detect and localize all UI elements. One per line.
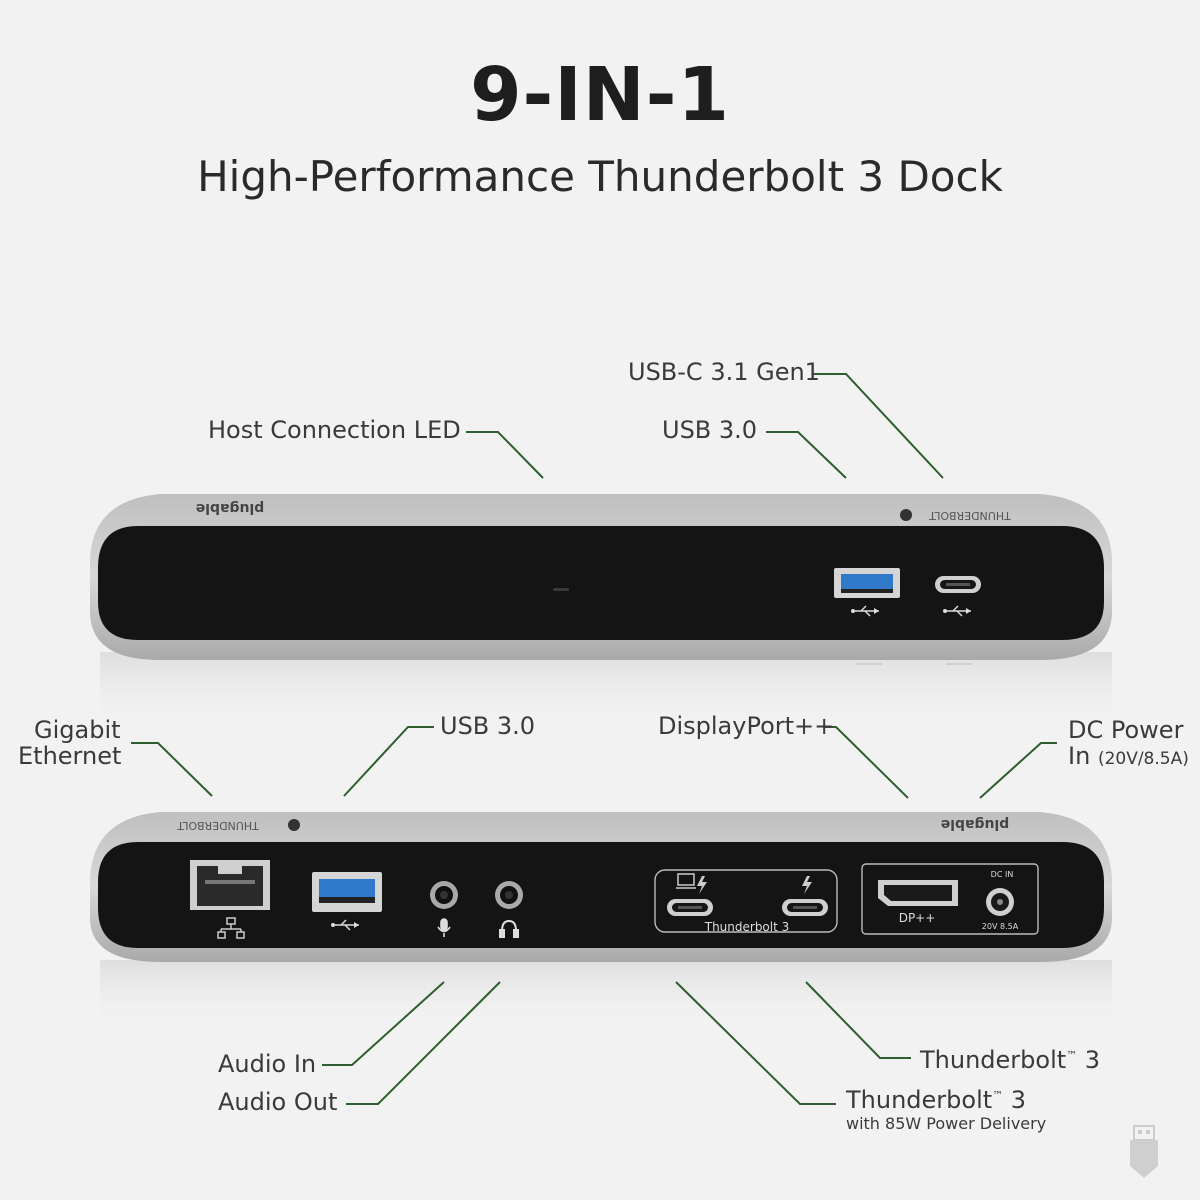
leader-rear-usb3 xyxy=(343,726,434,797)
dp-port-label: DP++ xyxy=(899,911,936,925)
leader-audio-in xyxy=(322,981,445,1066)
front-usbc-icon xyxy=(943,605,971,617)
front-usbc-port xyxy=(935,576,981,593)
front-reflection xyxy=(100,652,1112,732)
rear-reflection xyxy=(100,960,1112,1030)
label-audio-out: Audio Out xyxy=(218,1088,338,1116)
host-connection-led xyxy=(553,588,569,591)
rear-brand-logo: plugable xyxy=(941,816,1010,832)
label-front-usbc: USB-C 3.1 Gen1 xyxy=(628,358,820,386)
audio-out-jack xyxy=(495,881,523,909)
leader-displayport xyxy=(823,726,909,799)
leader-audio-out xyxy=(346,981,501,1105)
label-dc-power-1: DC Power xyxy=(1068,716,1184,744)
leader-tb3-b xyxy=(675,981,836,1105)
label-ethernet-2: Ethernet xyxy=(18,742,122,770)
rear-usb-icon xyxy=(331,919,359,931)
lightning-icon-a xyxy=(697,876,707,894)
rear-usb3-port xyxy=(312,872,382,912)
dc-in-label: DC IN xyxy=(991,870,1014,879)
rear-dock: THUNDERBOLT plugable xyxy=(90,812,1112,1030)
svg-text:THUNDERBOLT: THUNDERBOLT xyxy=(177,819,260,832)
leader-lines xyxy=(131,373,1057,1105)
rear-thunderbolt-mark: THUNDERBOLT xyxy=(177,819,300,832)
thunderbolt-group-label: Thunderbolt 3 xyxy=(704,920,790,934)
network-icon xyxy=(217,917,245,939)
ethernet-port xyxy=(190,860,270,910)
leader-front-usb3 xyxy=(766,431,847,479)
label-rear-usb3: USB 3.0 xyxy=(440,712,536,740)
page-title: 9-IN-1 xyxy=(470,52,730,138)
leader-front-usbc xyxy=(812,373,944,479)
rear-panel xyxy=(98,842,1104,948)
usb-plug-icon xyxy=(1130,1125,1158,1178)
label-dc-power-2: In (20V/8.5A) xyxy=(1068,742,1189,770)
label-front-usb3: USB 3.0 xyxy=(662,416,758,444)
front-dock: plugable THUNDERBOLT xyxy=(90,494,1112,732)
front-usb3-port xyxy=(834,568,900,598)
leader-host-led xyxy=(466,431,544,479)
microphone-icon xyxy=(437,918,451,937)
label-host-led: Host Connection LED xyxy=(208,416,461,444)
front-brand-logo: plugable xyxy=(196,500,265,516)
front-thunderbolt-mark: THUNDERBOLT xyxy=(900,509,1012,522)
thunderbolt-wordmark: THUNDERBOLT xyxy=(929,509,1012,522)
dc-power-jack xyxy=(986,888,1014,916)
thunderbolt-port-a xyxy=(667,899,713,916)
headphones-icon xyxy=(499,919,519,938)
label-audio-in: Audio In xyxy=(218,1050,317,1078)
dc-rating-label: 20V 8.5A xyxy=(982,922,1019,931)
label-ethernet-1: Gigabit xyxy=(34,716,121,744)
displayport-port xyxy=(878,880,958,906)
dp-dc-group-outline xyxy=(861,863,1039,935)
laptop-icon xyxy=(676,873,696,889)
label-displayport: DisplayPort++ xyxy=(658,712,835,740)
thunderbolt-group-outline xyxy=(654,869,838,933)
leader-tb3-a xyxy=(805,981,911,1059)
lightning-icon-b xyxy=(802,876,812,894)
thunderbolt-port-b xyxy=(782,899,828,916)
label-tb3-a: Thunderbolt™ 3 xyxy=(920,1046,1101,1074)
leader-ethernet xyxy=(131,742,213,797)
leader-dc-power xyxy=(979,742,1057,799)
page-subtitle: High-Performance Thunderbolt 3 Dock xyxy=(197,152,1003,201)
audio-in-jack xyxy=(430,881,458,909)
front-usb-icon xyxy=(851,605,879,617)
